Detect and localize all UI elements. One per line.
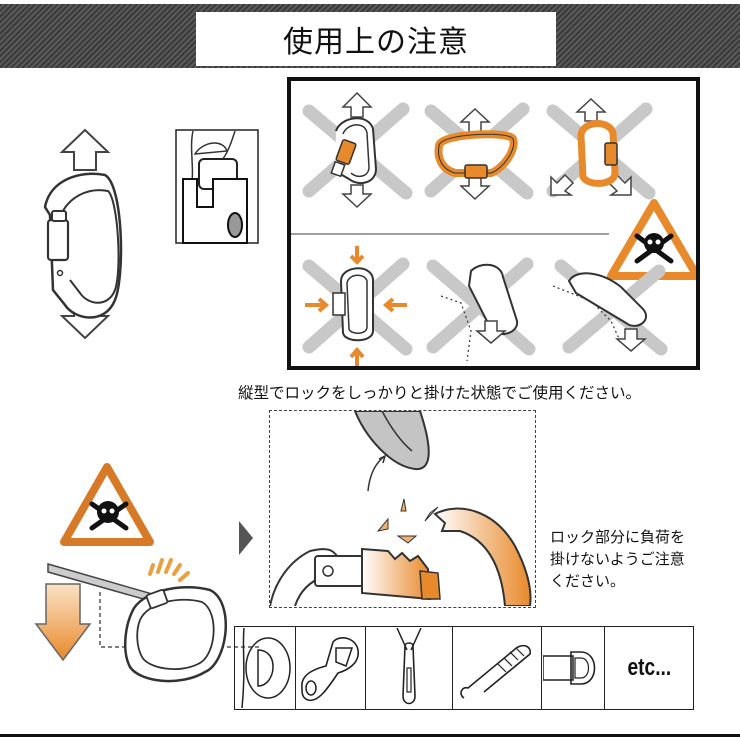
incompatible-attachments-strip: etc... xyxy=(234,626,694,710)
skull-warning-triangle-icon xyxy=(607,199,696,280)
title-box: 使用上の注意 xyxy=(196,12,556,66)
carabiner-three-way-load-icon xyxy=(546,97,656,200)
play-arrow-icon xyxy=(239,521,253,555)
skull-warning-triangle-icon xyxy=(60,463,154,546)
arrow-down-icon xyxy=(34,583,92,662)
page-title: 使用上の注意 xyxy=(283,25,469,60)
carabiner-horizontal-load-icon xyxy=(424,102,534,201)
note-line-2: 掛けないようご注意 xyxy=(550,550,685,568)
spring-snap-hook-icon xyxy=(453,627,542,709)
screw-lock-detail-icon xyxy=(175,129,259,244)
etc-cell: etc... xyxy=(605,627,693,709)
note-line-3: ください。 xyxy=(550,572,626,590)
gate-load-illustration xyxy=(34,463,260,683)
broken-lock-detail-box xyxy=(269,410,536,608)
carabiner-compressed-icon xyxy=(302,246,413,366)
lock-warning-note: ロック部分に負荷を 掛けないようご注意 ください。 xyxy=(550,526,735,592)
incorrect-use-panel xyxy=(287,77,700,370)
bottom-divider xyxy=(0,734,740,737)
etc-label: etc... xyxy=(627,654,671,681)
carabiner-edge-load-icon xyxy=(426,257,536,362)
quickdraw-sling-icon xyxy=(366,627,453,709)
rope-ring-icon xyxy=(235,627,296,709)
header-banner: 使用上の注意 xyxy=(0,4,740,68)
figure-eight-descender-icon xyxy=(296,627,366,709)
d-ring-strap-icon xyxy=(542,627,605,709)
carabiner-over-edge-icon xyxy=(552,259,668,356)
main-caption: 縦型でロックをしっかりと掛けた状態でご使用ください。 xyxy=(238,384,642,402)
carabiner-cross-loaded-gate-icon xyxy=(302,91,413,209)
carabiner-vertical-load-icon xyxy=(43,128,123,340)
note-line-1: ロック部分に負荷を xyxy=(550,528,686,546)
